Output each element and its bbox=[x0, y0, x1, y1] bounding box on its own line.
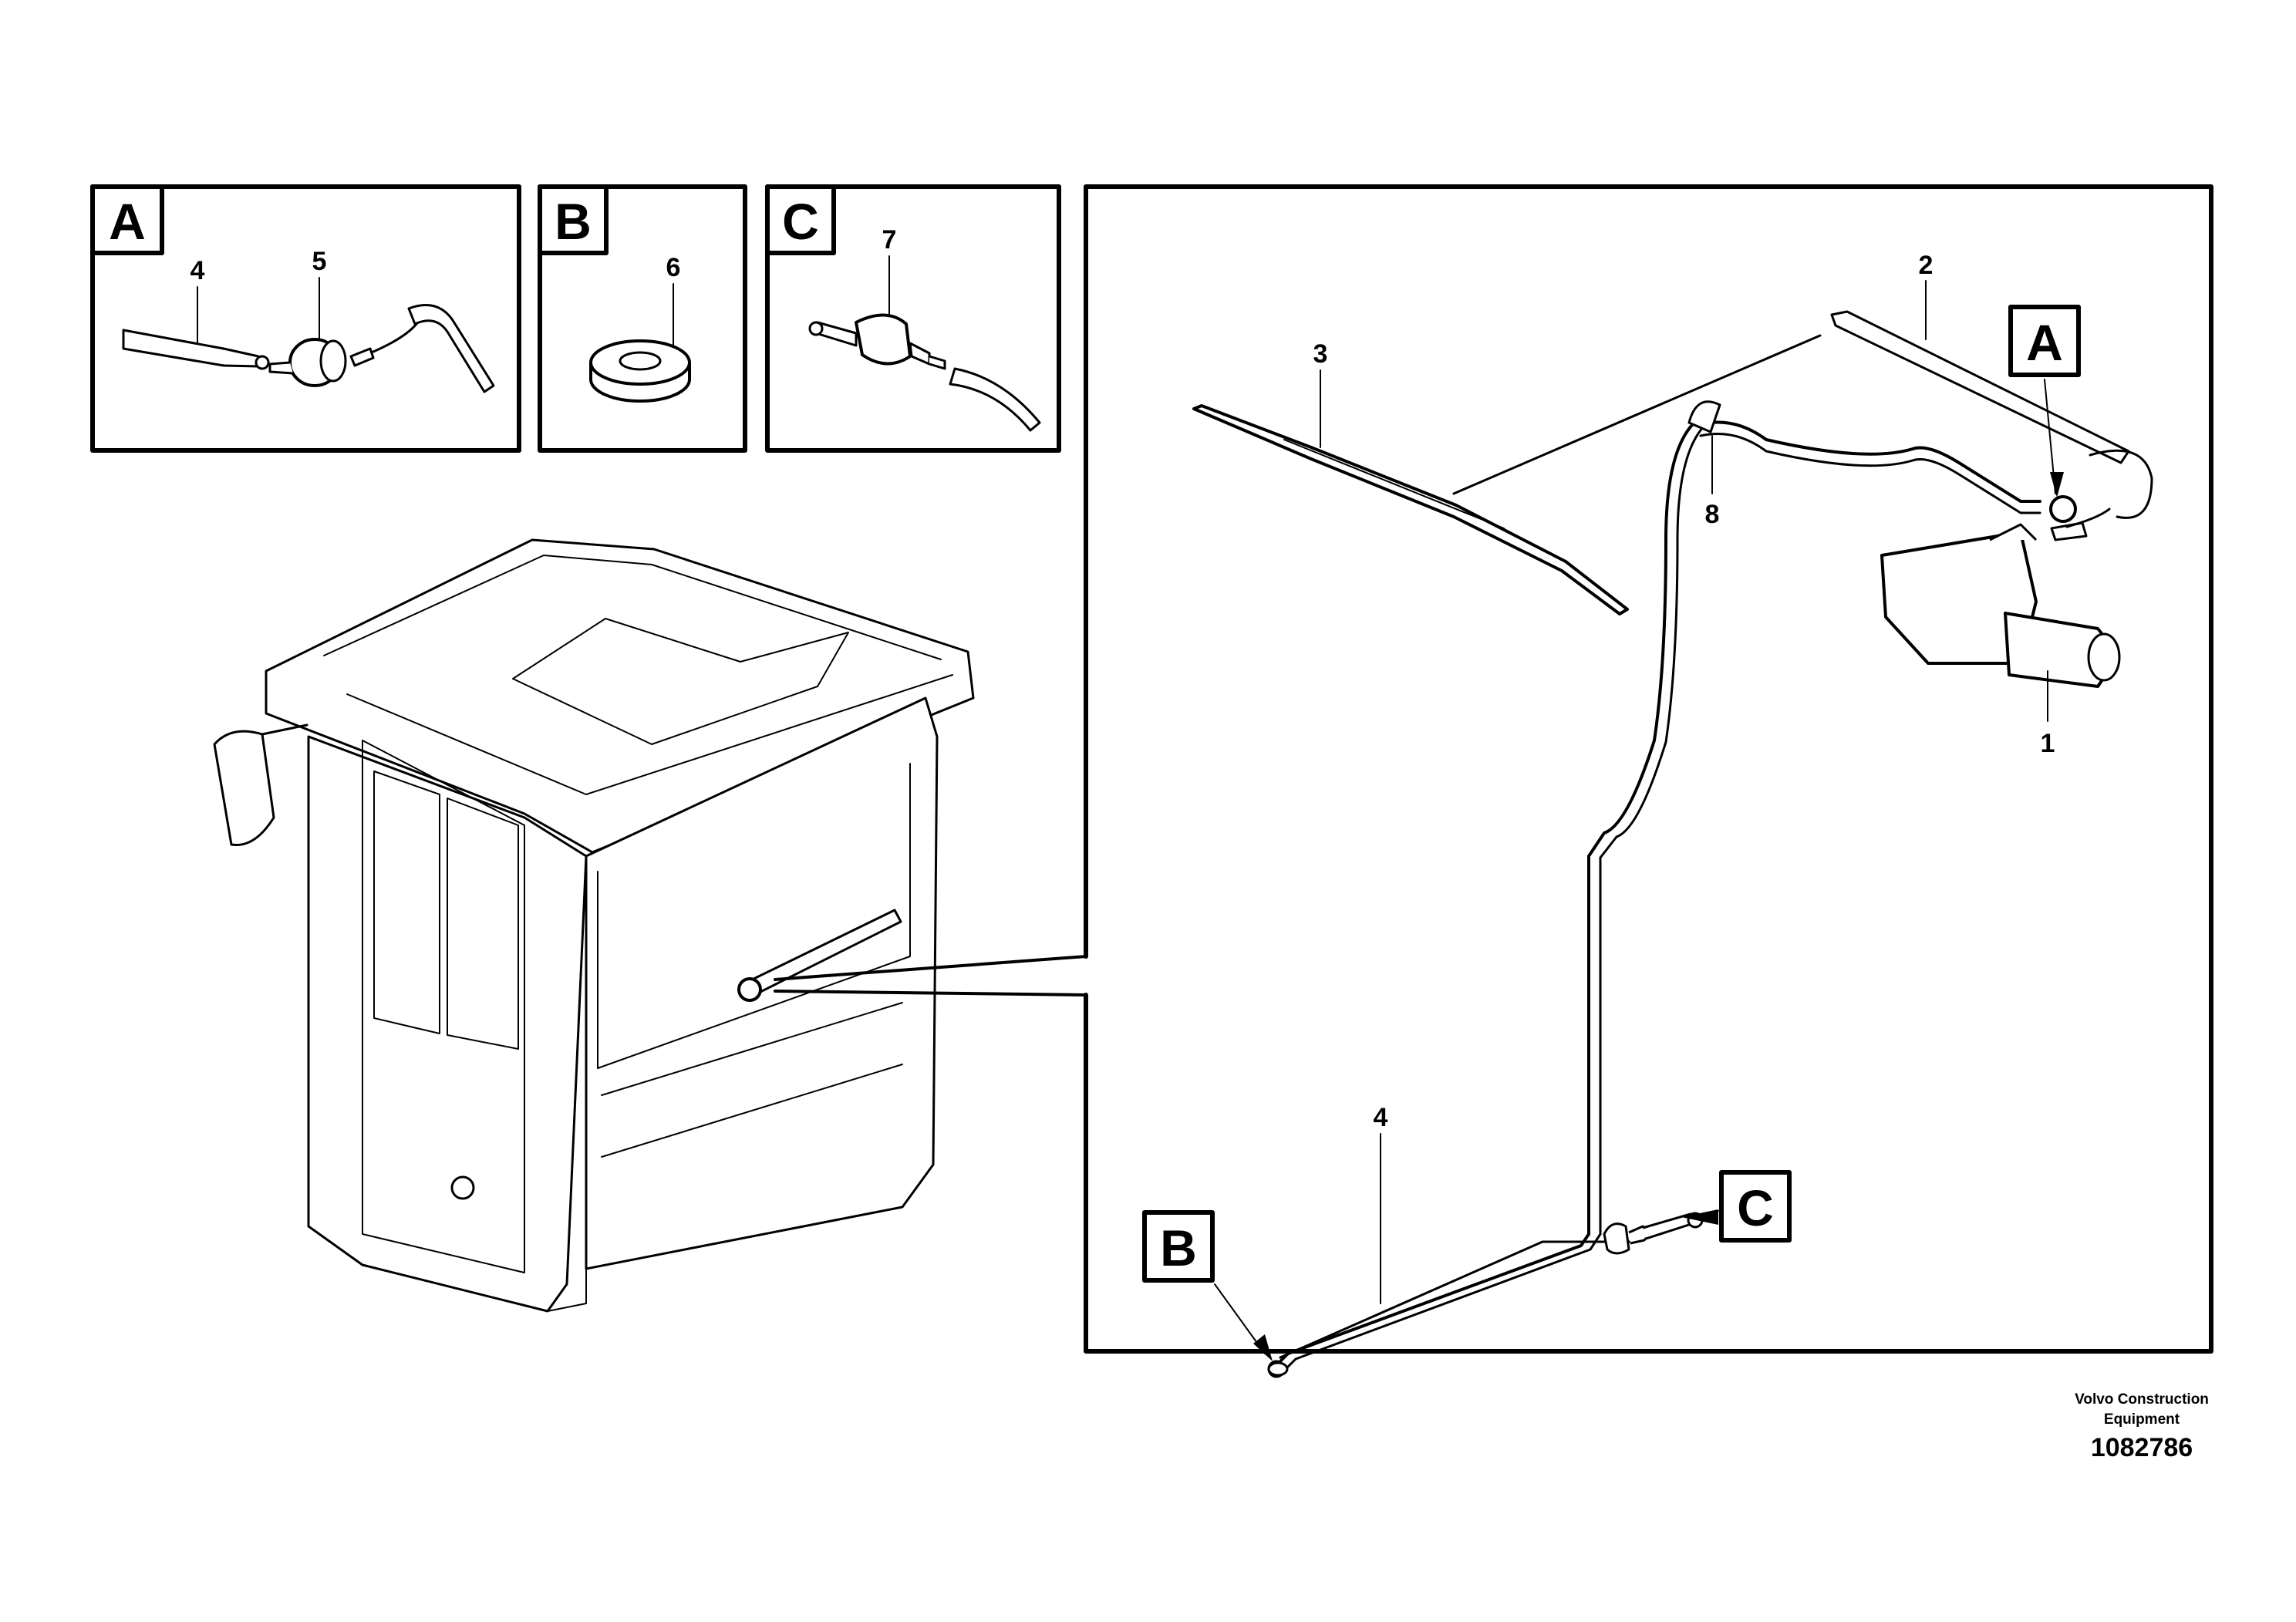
callout-5: 5 bbox=[312, 247, 327, 276]
wiper-arm-drawing bbox=[1830, 310, 2153, 519]
washer-hose-drawing bbox=[1267, 400, 2111, 1378]
wiper-motor-drawing bbox=[1880, 521, 2121, 688]
callout-8: 8 bbox=[1705, 500, 1720, 529]
reference-label-a: A bbox=[2026, 314, 2063, 371]
reference-badge-a: A bbox=[2008, 305, 2081, 497]
callout-4: 4 bbox=[190, 256, 205, 285]
detail-panel-c: C 7 bbox=[765, 184, 1061, 453]
wiper-blade-drawing bbox=[1192, 334, 1822, 615]
detail-label-a: A bbox=[109, 193, 146, 250]
reference-label-b: B bbox=[1160, 1219, 1197, 1276]
check-valve-drawing bbox=[268, 304, 495, 393]
callout-2: 2 bbox=[1919, 251, 1934, 280]
detail-label-c: C bbox=[782, 193, 819, 250]
reference-label-c: C bbox=[1737, 1179, 1774, 1236]
main-view-panel: 1 2 3 4 8 A B C bbox=[1084, 184, 2213, 1378]
callout-7: 7 bbox=[882, 225, 897, 255]
detail-panel-a: A 4 5 bbox=[90, 184, 521, 453]
callout-1: 1 bbox=[2041, 729, 2055, 758]
callout-4-main: 4 bbox=[1374, 1103, 1388, 1132]
callout-6: 6 bbox=[666, 253, 681, 282]
reference-badge-b: B bbox=[1142, 1210, 1273, 1361]
detail-label-b: B bbox=[555, 193, 592, 250]
company-name-line2: Equipment bbox=[2104, 1411, 2180, 1428]
company-name-line1: Volvo Construction bbox=[2075, 1391, 2209, 1408]
reference-badge-c: C bbox=[1681, 1170, 1792, 1243]
footer: Volvo Construction Equipment 1082786 bbox=[2075, 1391, 2209, 1462]
illustration-number: 1082786 bbox=[2091, 1433, 2193, 1462]
connector-drawing bbox=[808, 313, 1041, 432]
cab-overview-drawing bbox=[213, 538, 1087, 1313]
hose-drawing bbox=[122, 277, 320, 370]
callout-3: 3 bbox=[1313, 339, 1328, 369]
detail-panel-b: B 6 bbox=[538, 184, 747, 453]
grommet-drawing bbox=[589, 339, 691, 403]
